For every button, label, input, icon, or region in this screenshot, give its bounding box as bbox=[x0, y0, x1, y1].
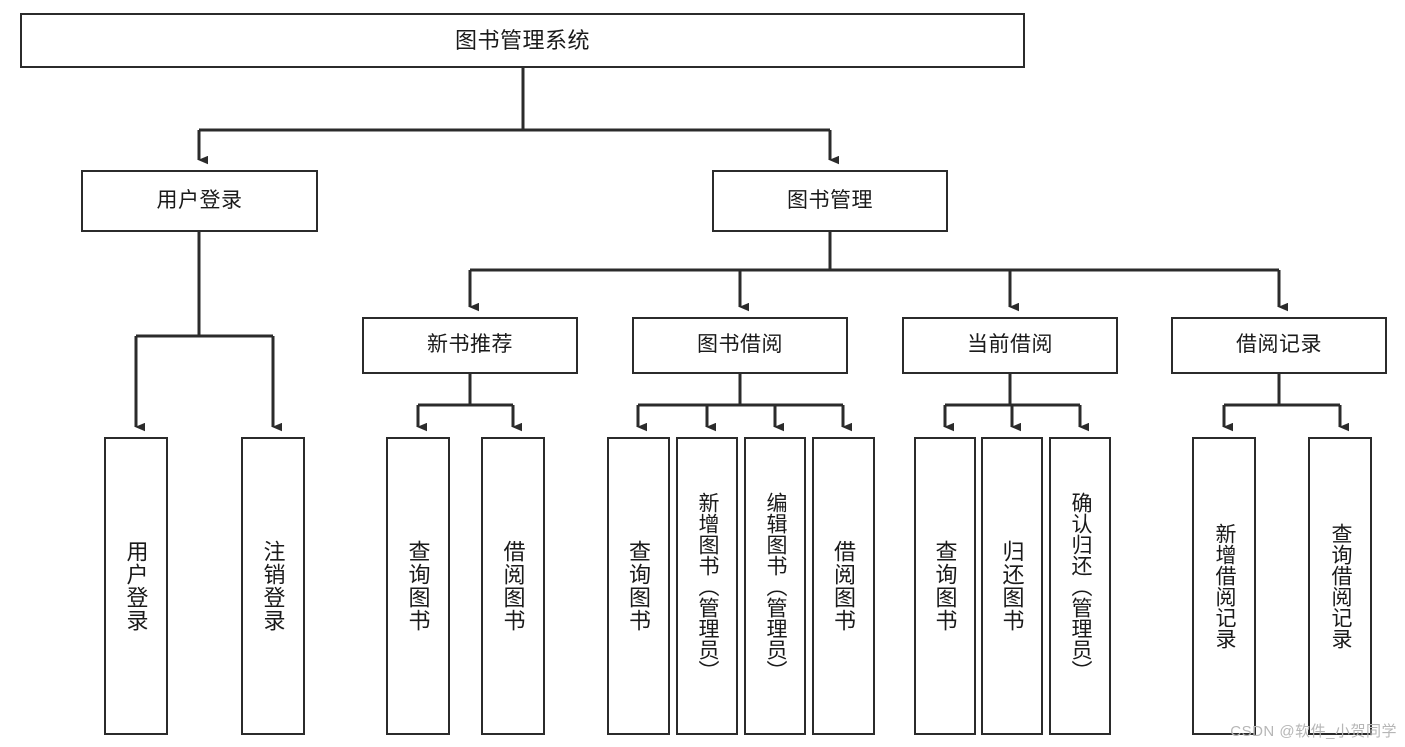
node-label: 查询图书 bbox=[626, 540, 652, 632]
node-leaf-query-book-1[interactable]: 查询图书 bbox=[386, 437, 450, 735]
node-leaf-add-record[interactable]: 新增借阅记录 bbox=[1192, 437, 1256, 735]
node-label: 借阅图书 bbox=[500, 540, 526, 632]
node-label: 用户登录 bbox=[123, 540, 149, 632]
node-label: 归还图书 bbox=[999, 540, 1025, 632]
node-leaf-query-book-3[interactable]: 查询图书 bbox=[914, 437, 976, 735]
node-leaf-add-book[interactable]: 新增图书（管理员） bbox=[676, 437, 738, 735]
node-leaf-user-login[interactable]: 用户登录 bbox=[104, 437, 168, 735]
node-label: 借阅图书 bbox=[831, 540, 857, 632]
node-leaf-confirm-return[interactable]: 确认归还（管理员） bbox=[1049, 437, 1111, 735]
csdn-watermark: CSDN @软件_小贺同学 bbox=[1230, 723, 1397, 740]
node-root-system[interactable]: 图书管理系统 bbox=[20, 13, 1025, 68]
node-leaf-return-book[interactable]: 归还图书 bbox=[981, 437, 1043, 735]
node-label: 新增借阅记录 bbox=[1213, 523, 1237, 649]
node-label: 查询图书 bbox=[932, 540, 958, 632]
node-leaf-borrow-book-1[interactable]: 借阅图书 bbox=[481, 437, 545, 735]
node-label: 查询借阅记录 bbox=[1329, 523, 1353, 649]
node-label: 用户登录 bbox=[156, 188, 243, 212]
node-borrow-record[interactable]: 借阅记录 bbox=[1171, 317, 1387, 374]
node-leaf-query-record[interactable]: 查询借阅记录 bbox=[1308, 437, 1372, 735]
node-label: 图书借阅 bbox=[697, 333, 783, 357]
node-book-borrow[interactable]: 图书借阅 bbox=[632, 317, 848, 374]
node-leaf-edit-book[interactable]: 编辑图书（管理员） bbox=[744, 437, 806, 735]
node-label: 确认归还（管理员） bbox=[1069, 491, 1093, 681]
node-label: 注销登录 bbox=[260, 540, 286, 632]
node-label: 新增图书（管理员） bbox=[696, 491, 720, 681]
node-label: 图书管理系统 bbox=[454, 27, 590, 53]
node-current-borrow[interactable]: 当前借阅 bbox=[902, 317, 1118, 374]
node-label: 借阅记录 bbox=[1236, 333, 1322, 357]
node-user-login[interactable]: 用户登录 bbox=[81, 170, 318, 232]
node-label: 编辑图书（管理员） bbox=[764, 491, 788, 681]
node-book-manage[interactable]: 图书管理 bbox=[712, 170, 948, 232]
node-label: 新书推荐 bbox=[427, 333, 513, 357]
node-label: 查询图书 bbox=[405, 540, 431, 632]
node-leaf-query-book-2[interactable]: 查询图书 bbox=[607, 437, 670, 735]
node-label: 当前借阅 bbox=[967, 333, 1053, 357]
node-label: 图书管理 bbox=[787, 188, 873, 212]
node-leaf-logout[interactable]: 注销登录 bbox=[241, 437, 305, 735]
node-leaf-borrow-book-2[interactable]: 借阅图书 bbox=[812, 437, 875, 735]
node-new-book-recommend[interactable]: 新书推荐 bbox=[362, 317, 578, 374]
